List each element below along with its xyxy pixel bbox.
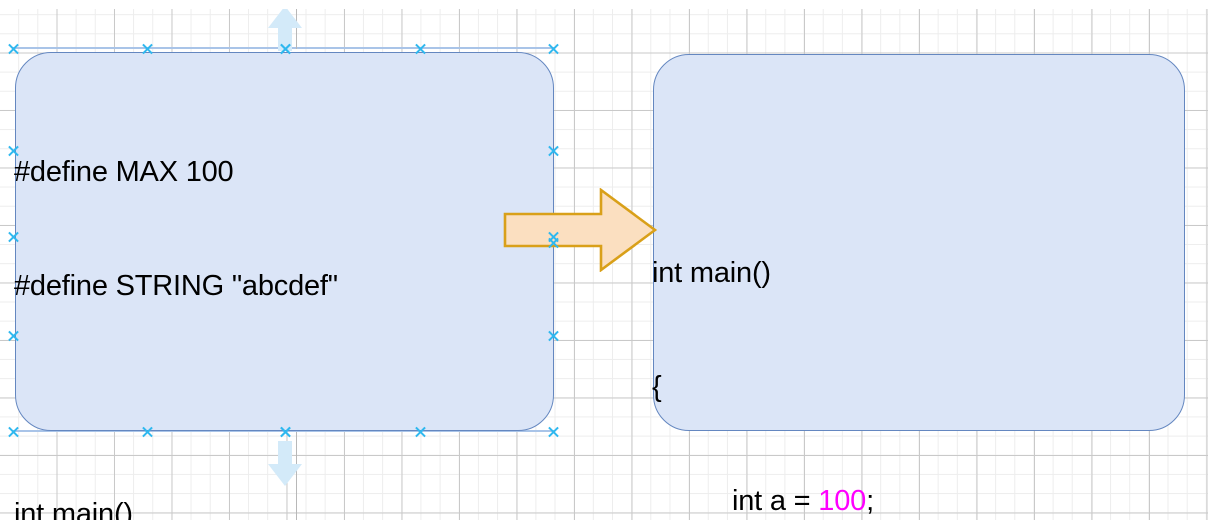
pan-up-arrow[interactable]	[265, 4, 305, 52]
code-line: #define STRING "abcdef"	[14, 270, 338, 302]
expanded-code-box[interactable]	[653, 54, 1185, 431]
vertical-guide-bottom	[296, 432, 297, 520]
source-code-box[interactable]	[15, 52, 554, 431]
code-line-prefix: int a =	[732, 485, 819, 517]
pan-up-arrow-shape	[268, 6, 302, 51]
pan-down-arrow-shape	[268, 441, 302, 486]
selection-rail-bottom	[13, 430, 555, 432]
vertical-guide-top	[296, 9, 297, 49]
source-code-text: #define MAX 100 #define STRING "abcdef" …	[14, 77, 425, 520]
pan-down-arrow[interactable]	[265, 440, 305, 488]
transform-arrow[interactable]	[503, 188, 657, 272]
macro-literal-value: 100	[818, 485, 867, 517]
code-line: int main()	[14, 498, 133, 520]
code-line-blank	[14, 381, 425, 419]
code-line-suffix: ;	[866, 485, 874, 517]
code-line: #define MAX 100	[14, 156, 234, 188]
canvas-top-margin	[0, 0, 1208, 9]
code-line: int a = 100;	[652, 482, 1061, 520]
expanded-code-text: int main() { int a = 100; const char* st…	[652, 178, 1061, 520]
transform-arrow-shape	[503, 188, 657, 272]
code-line: {	[652, 371, 662, 403]
code-line: int main()	[652, 257, 771, 289]
